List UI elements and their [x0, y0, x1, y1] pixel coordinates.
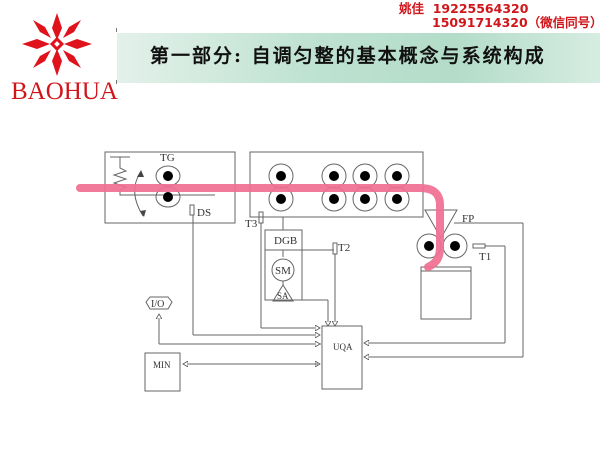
label-io: I/O — [151, 299, 164, 310]
sliver-can — [420, 270, 472, 320]
page-title: 第一部分: 自调匀整的基本概念与系统构成 — [150, 45, 546, 67]
label-dgb: DGB — [274, 235, 297, 247]
label-t2: T2 — [338, 242, 350, 254]
label-sm: SM — [275, 265, 291, 277]
t1-sensor — [472, 243, 486, 249]
label-fp: FP — [462, 213, 474, 225]
t2-sensor — [332, 242, 338, 255]
label-uqa: UQA — [333, 342, 353, 352]
ds-sensor — [189, 204, 195, 216]
label-t3: T3 — [245, 218, 258, 230]
label-t1: T1 — [479, 251, 491, 263]
label-sa: SA — [277, 291, 289, 301]
brand-logo-text: BAOHUA — [11, 78, 118, 105]
min-box[interactable] — [144, 352, 181, 392]
title-banner — [117, 33, 600, 83]
contact-name: 姚佳 — [399, 1, 425, 16]
red-flower-star-icon — [22, 13, 92, 76]
label-tg: TG — [160, 152, 175, 164]
sliver-path — [76, 184, 444, 271]
contact-phone-1: 19225564320 — [432, 1, 529, 16]
label-ds: DS — [197, 207, 211, 219]
dgb-box — [264, 229, 303, 301]
io-box[interactable] — [145, 296, 173, 310]
contact-info: 姚佳 19225564320 15091714320（微信同号） — [399, 2, 600, 30]
sa-triangle — [272, 284, 294, 302]
label-min: MIN — [153, 360, 171, 370]
uqa-controller-box[interactable] — [321, 325, 363, 390]
contact-phone-2: 15091714320（微信同号） — [432, 15, 600, 30]
banner-tick-top — [116, 28, 117, 32]
banner-tick-bottom — [116, 80, 117, 84]
